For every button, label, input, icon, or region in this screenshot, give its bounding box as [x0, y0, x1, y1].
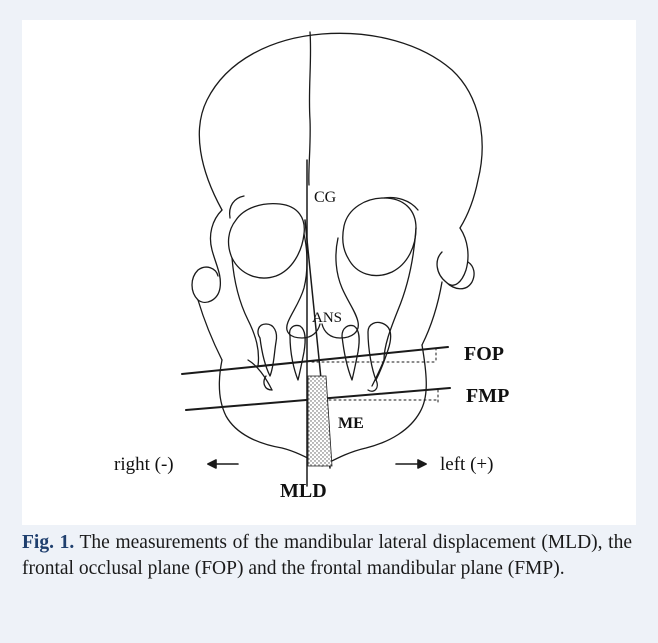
label-right: right (-) — [114, 454, 174, 475]
orbit-right — [227, 202, 305, 279]
label-mld: MLD — [280, 480, 327, 502]
tooth-premolar-right — [288, 324, 306, 381]
figure-caption: Fig. 1. The measurements of the mandibul… — [22, 530, 632, 582]
label-fop: FOP — [464, 343, 504, 365]
label-left: left (+) — [440, 454, 493, 475]
orbit-left — [342, 197, 417, 277]
caption-label: Fig. 1. — [22, 532, 75, 553]
label-me: ME — [338, 415, 364, 432]
tooth-molar-right — [257, 323, 278, 377]
sagittal-suture — [308, 31, 312, 186]
skull-outline — [198, 32, 483, 229]
direction-arrows — [207, 459, 427, 469]
tooth-premolar-left — [341, 324, 360, 381]
zygomatic-right — [191, 209, 223, 303]
fop-line — [181, 346, 449, 375]
zygomatic-left — [436, 227, 475, 290]
label-ans: ANS — [312, 310, 342, 326]
dotted-reference-lines — [311, 347, 439, 403]
figure-image-panel: CG ANS FOP FMP ME right (-) left (+) MLD — [22, 20, 636, 525]
label-fmp: FMP — [466, 385, 509, 407]
mld-stippled-wedge — [307, 375, 333, 467]
caption-text: The measurements of the mandibular later… — [22, 532, 632, 579]
label-cg: CG — [314, 189, 337, 206]
skull-diagram: CG ANS FOP FMP ME right (-) left (+) MLD — [114, 31, 509, 502]
tooth-molar-left — [367, 321, 392, 381]
